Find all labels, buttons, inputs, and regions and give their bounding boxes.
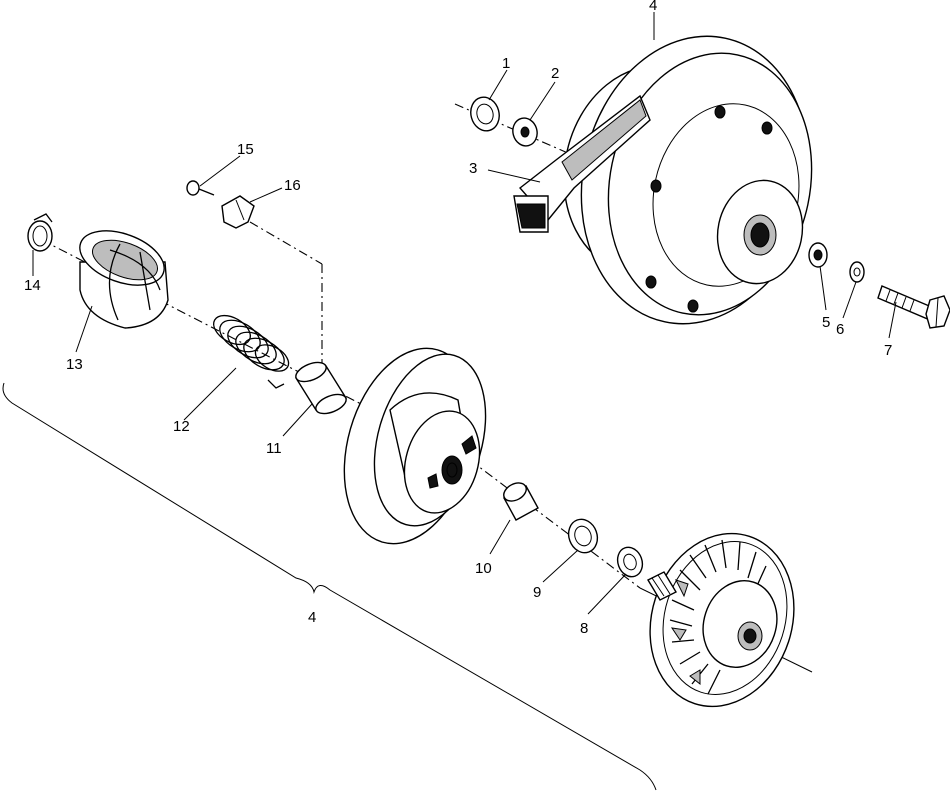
callout-12: 12 — [173, 418, 190, 435]
bolt-7 — [877, 285, 950, 329]
washer-1 — [470, 96, 500, 132]
callout-9: 9 — [533, 584, 541, 601]
screw-15 — [186, 180, 215, 196]
callout-14: 14 — [24, 277, 41, 294]
callout-8: 8 — [580, 620, 588, 637]
lock-washer-6 — [849, 261, 865, 283]
washer-5 — [808, 242, 828, 268]
stationary-sheave — [563, 35, 813, 325]
callout-4-assembly: 4 — [308, 609, 316, 626]
drive-belt — [513, 94, 651, 233]
leader-lines — [32, 12, 897, 615]
compression-spring — [213, 314, 290, 389]
washer-2 — [512, 117, 538, 147]
moveable-sheave — [343, 347, 487, 545]
callout-7: 7 — [884, 342, 892, 359]
callout-3: 3 — [469, 160, 477, 177]
callout-10: 10 — [475, 560, 492, 577]
callout-4-top: 4 — [649, 0, 657, 14]
washer-8 — [616, 546, 644, 578]
callout-16: 16 — [284, 177, 301, 194]
callout-5: 5 — [822, 314, 830, 331]
callout-2: 2 — [551, 65, 559, 82]
ramp-button-16 — [221, 195, 255, 229]
callout-13: 13 — [66, 356, 83, 373]
callout-1: 1 — [502, 55, 510, 72]
callout-6: 6 — [836, 321, 844, 338]
finned-sheave — [647, 532, 795, 708]
assembly-bracket — [2, 382, 657, 791]
cooling-fins — [669, 539, 767, 695]
spring-cup — [79, 230, 169, 329]
bushing-10 — [503, 482, 539, 521]
sheave-bolt-holes — [645, 105, 773, 313]
retaining-ring-14 — [27, 213, 53, 252]
callout-15: 15 — [237, 141, 254, 158]
callout-labels: 1 2 3 4 5 6 7 8 9 10 11 12 13 14 15 16 4 — [24, 0, 892, 637]
callout-11: 11 — [266, 440, 282, 457]
washer-9 — [567, 518, 599, 554]
bushing-11 — [294, 361, 348, 415]
